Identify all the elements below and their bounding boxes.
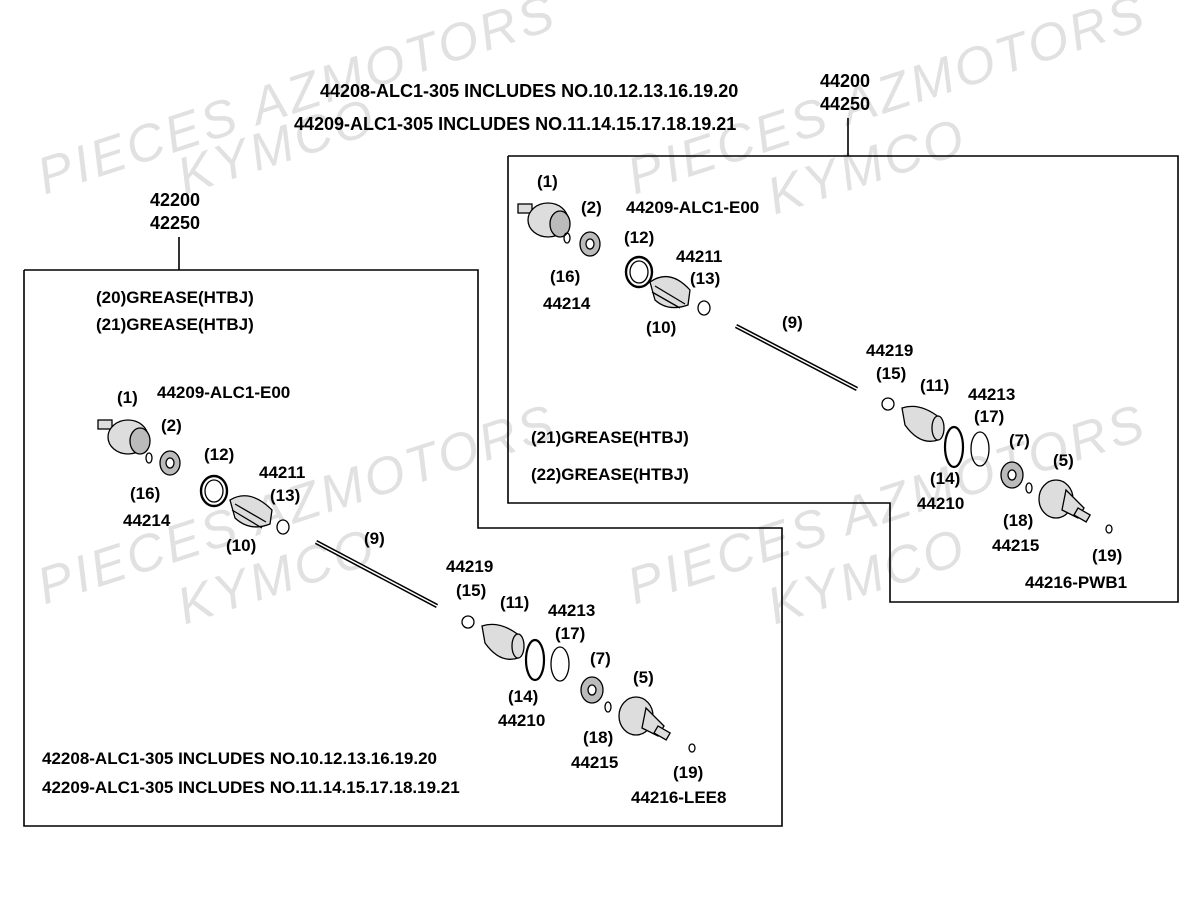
cage-7 — [1000, 461, 1024, 489]
part-44216: 44216-PWB1 — [1025, 573, 1128, 592]
label-19: (19) — [1092, 546, 1123, 565]
boot-10 — [649, 275, 691, 309]
grease-21: (21)GREASE(HTBJ) — [531, 428, 689, 447]
header-line-1: 44208-ALC1-305 INCLUDES NO.10.12.13.16.1… — [320, 81, 739, 101]
label-5: (5) — [633, 668, 654, 687]
label-14: (14) — [930, 469, 961, 488]
right-assembly-frame — [507, 155, 1179, 603]
label-16: (16) — [550, 267, 581, 286]
left-parts — [97, 419, 696, 753]
label-14: (14) — [508, 687, 539, 706]
part-44219: 44219 — [446, 557, 494, 576]
part-44214: 44214 — [543, 294, 591, 313]
part-44210: 44210 — [917, 494, 965, 513]
label-2: (2) — [161, 416, 182, 435]
band-12 — [199, 474, 229, 508]
band-17 — [550, 646, 570, 682]
label-5: (5) — [1053, 451, 1074, 470]
label-1: (1) — [537, 172, 558, 191]
boot-11 — [481, 623, 525, 660]
joint-housing-1 — [97, 419, 151, 455]
kit-code: 44209-ALC1-E00 — [626, 198, 760, 217]
grease-20: (20)GREASE(HTBJ) — [96, 288, 254, 307]
part-44215: 44215 — [571, 753, 619, 772]
part-44219: 44219 — [866, 341, 914, 360]
label-7: (7) — [590, 649, 611, 668]
part-44211: 44211 — [259, 463, 306, 482]
clip-18 — [1025, 482, 1033, 494]
right-parts — [517, 202, 1113, 534]
band-17 — [970, 431, 990, 467]
label-9: (9) — [782, 313, 803, 332]
label-15: (15) — [876, 364, 907, 383]
outer-joint-5 — [618, 696, 672, 741]
clip-19 — [688, 743, 696, 753]
right-part-number-a: 44200 — [820, 71, 871, 91]
boot-10 — [229, 495, 273, 529]
left-part-number-b: 42250 — [150, 213, 201, 233]
footer-line-2: 42209-ALC1-305 INCLUDES NO.11.14.15.17.1… — [42, 778, 460, 797]
label-10: (10) — [226, 536, 257, 555]
clip-15 — [461, 615, 475, 629]
label-15: (15) — [456, 581, 487, 600]
kit-code: 44209-ALC1-E00 — [157, 383, 291, 402]
label-12: (12) — [204, 445, 235, 464]
band-14 — [524, 638, 546, 682]
part-44214: 44214 — [123, 511, 171, 530]
label-9: (9) — [364, 529, 385, 548]
footer-line-1: 42208-ALC1-305 INCLUDES NO.10.12.13.16.1… — [42, 749, 437, 768]
label-17: (17) — [555, 624, 586, 643]
label-1: (1) — [117, 388, 138, 407]
label-13: (13) — [270, 486, 301, 505]
left-assembly-frame — [23, 269, 783, 827]
part-44210: 44210 — [498, 711, 546, 730]
label-2: (2) — [581, 198, 602, 217]
cage-7 — [580, 676, 604, 704]
outer-joint-5 — [1038, 479, 1092, 523]
label-19: (19) — [673, 763, 704, 782]
label-11: (11) — [500, 593, 530, 612]
clip-19 — [1105, 524, 1113, 534]
part-44213: 44213 — [968, 385, 1016, 404]
inner-race-2 — [159, 450, 181, 476]
boot-11 — [901, 405, 945, 442]
label-18: (18) — [1003, 511, 1034, 530]
label-16: (16) — [130, 484, 161, 503]
clip-16 — [563, 232, 571, 244]
band-12 — [624, 255, 654, 289]
right-part-number-b: 44250 — [820, 94, 871, 114]
band-13 — [276, 519, 290, 535]
grease-21: (21)GREASE(HTBJ) — [96, 315, 254, 334]
header-line-2: 44209-ALC1-305 INCLUDES NO.11.14.15.17.1… — [294, 114, 737, 134]
label-12: (12) — [624, 228, 655, 247]
grease-22: (22)GREASE(HTBJ) — [531, 465, 689, 484]
clip-18 — [604, 701, 612, 713]
part-44211: 44211 — [676, 247, 723, 266]
clip-15 — [881, 397, 895, 411]
label-13: (13) — [690, 269, 721, 288]
left-part-number-a: 42200 — [150, 190, 201, 210]
label-18: (18) — [583, 728, 614, 747]
label-7: (7) — [1009, 431, 1030, 450]
shaft-9 — [734, 324, 859, 391]
band-13 — [697, 300, 711, 316]
part-44215: 44215 — [992, 536, 1040, 555]
band-14 — [943, 425, 965, 469]
label-10: (10) — [646, 318, 677, 337]
clip-16 — [145, 452, 153, 464]
joint-housing-1 — [517, 202, 571, 238]
label-11: (11) — [920, 376, 950, 395]
shaft-9 — [314, 540, 439, 608]
part-44213: 44213 — [548, 601, 596, 620]
part-44216: 44216-LEE8 — [631, 788, 727, 807]
inner-race-2 — [579, 231, 601, 257]
label-17: (17) — [974, 407, 1005, 426]
